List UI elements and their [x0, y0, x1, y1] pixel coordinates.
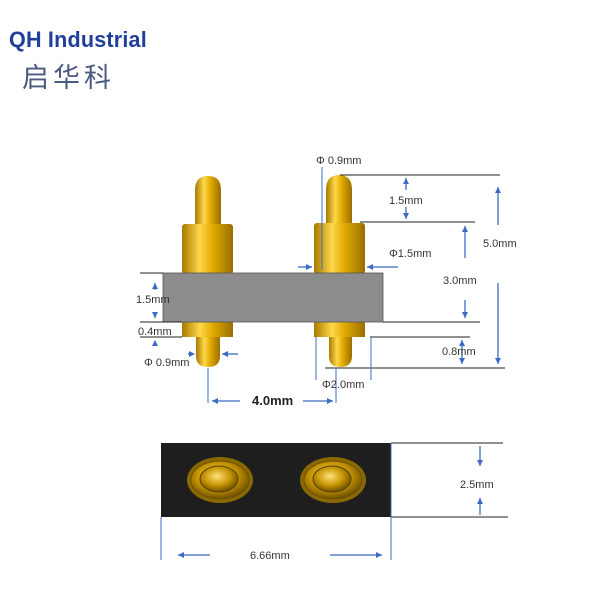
label-collar-diameter: Φ2.0mm [322, 379, 364, 391]
label-tip-diameter: Φ 0.9mm [316, 155, 361, 167]
label-barrel-diameter: Φ1.5mm [389, 248, 431, 260]
right-pin [314, 175, 365, 367]
label-total-height: 5.0mm [483, 238, 517, 250]
contact-pad-right [300, 457, 366, 503]
label-width: 6.66mm [250, 550, 290, 562]
label-height: 2.5mm [460, 479, 494, 491]
bottom-view: 6.66mm 2.5mm [160, 442, 508, 562]
side-view: Φ 0.9mm 1.5mm Φ1.5mm 5.0mm 3.0mm 1.5mm 0… [136, 155, 517, 408]
left-pin [182, 176, 233, 367]
label-body-thickness: 1.5mm [136, 294, 170, 306]
label-tip-height: 1.5mm [389, 195, 423, 207]
logo-english: QH Industrial [9, 27, 147, 52]
label-bottom-diameter: Φ 0.9mm [144, 357, 189, 369]
label-bottom-height: 0.8mm [442, 346, 476, 358]
insulator-body [162, 272, 384, 323]
contact-pad-left [187, 457, 253, 503]
label-upper-height: 3.0mm [443, 275, 477, 287]
logo-chinese: 启华科 [22, 63, 115, 94]
label-pitch: 4.0mm [252, 393, 293, 408]
dimension-arrows [152, 178, 501, 404]
label-collar-height: 0.4mm [138, 326, 172, 338]
